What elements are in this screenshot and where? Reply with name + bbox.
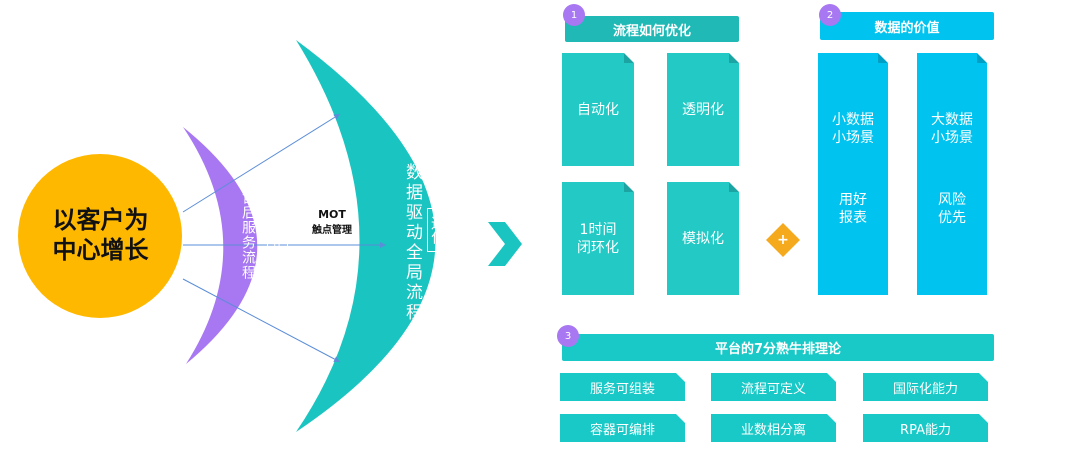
item-process-definable: 流程可定义 — [711, 373, 836, 401]
plus-sign: + — [777, 232, 789, 248]
card-transparency: 透明化 — [667, 53, 739, 166]
arrow-down — [182, 278, 341, 363]
big-data-line3: 风险 — [938, 192, 966, 208]
card-automation: 自动化 — [562, 53, 634, 166]
item-internationalization: 国际化能力 — [863, 373, 988, 401]
after-sales-label: 售后服务流程 — [240, 190, 256, 280]
card-simulation-label: 模拟化 — [682, 230, 724, 247]
card-time-loop: 1时间 闭环化 — [562, 182, 634, 295]
section2-badge: 2 — [819, 4, 841, 26]
section3-badge: 3 — [557, 325, 579, 347]
center-line2: 中心增长 — [52, 236, 149, 264]
big-data-line2: 小场景 — [931, 130, 973, 146]
after-sales-arc — [183, 127, 258, 364]
card-time-line2: 闭环化 — [577, 239, 619, 256]
small-data-line1: 小数据 — [832, 112, 874, 128]
platform-theory-header: 平台的7分熟牛排理论 — [562, 334, 994, 361]
small-data-line3: 用好 — [839, 192, 867, 208]
card-big-data: 大数据 小场景 风险 优先 — [917, 53, 987, 295]
item-business-data-separation: 业数相分离 — [711, 414, 836, 442]
card-transparency-label: 透明化 — [682, 101, 724, 118]
process-optimize-header: 流程如何优化 — [565, 16, 739, 42]
mot-title: MOT — [318, 208, 346, 221]
card-small-data: 小数据 小场景 用好 报表 — [818, 53, 888, 295]
item-rpa-capability: RPA能力 — [863, 414, 988, 442]
chevron-right-icon — [488, 222, 522, 266]
customer-center-label: 以客户为 中心增长 — [18, 185, 183, 285]
small-data-line2: 小场景 — [832, 130, 874, 146]
arrow-up — [182, 113, 341, 213]
mot-subtitle: 触点管理 — [312, 225, 352, 236]
small-data-line4: 报表 — [839, 210, 867, 226]
data-driven-arc — [296, 40, 436, 432]
card-simulation: 模拟化 — [667, 182, 739, 295]
card-automation-label: 自动化 — [577, 101, 619, 118]
data-driven-label: 数据驱动全局流程 — [402, 163, 422, 323]
evolve-box: 进化 — [427, 208, 447, 252]
item-container-orchestration: 容器可编排 — [560, 414, 685, 442]
fill-gap-box: 补缺 — [267, 228, 288, 268]
item-service-composable: 服务可组装 — [560, 373, 685, 401]
card-time-line1: 1时间 — [579, 221, 617, 238]
big-data-line4: 优先 — [938, 210, 966, 226]
center-line1: 以客户为 — [52, 206, 149, 234]
section1-badge: 1 — [563, 4, 585, 26]
customer-center-circle — [18, 154, 182, 318]
big-data-line1: 大数据 — [931, 112, 973, 128]
mot-label: MOT 触点管理 — [300, 208, 364, 236]
data-value-header: 数据的价值 — [820, 12, 994, 40]
